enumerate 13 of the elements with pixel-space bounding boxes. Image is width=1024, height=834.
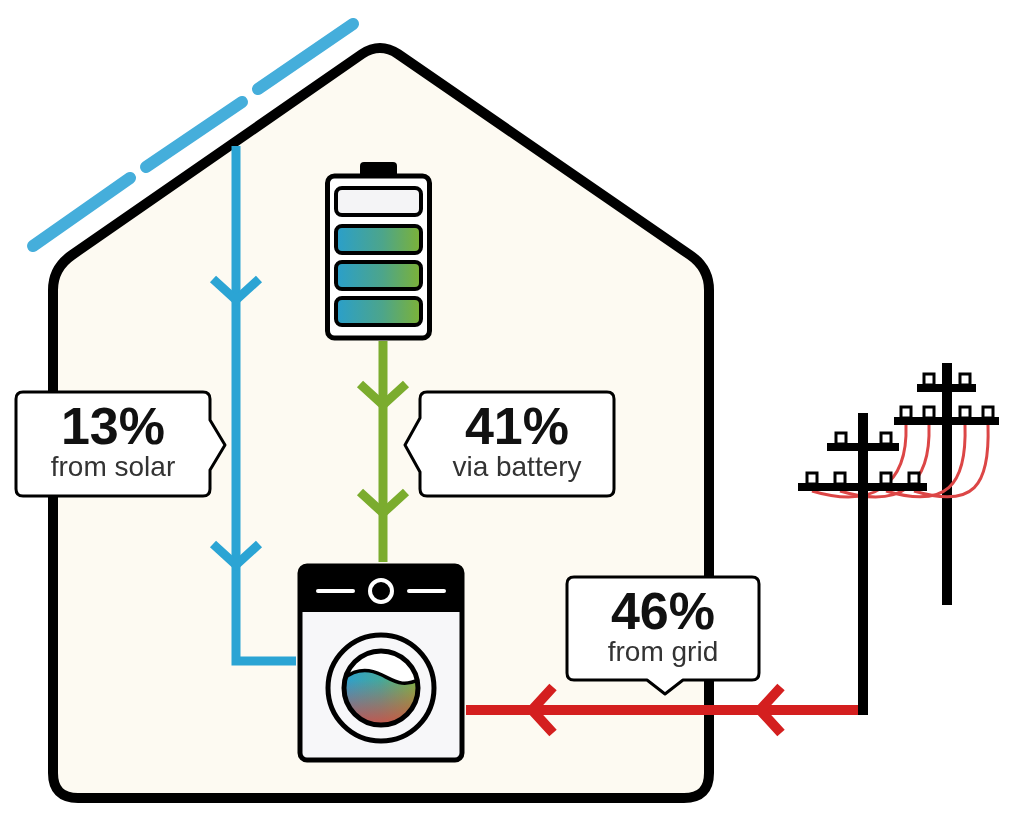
percentage-value: 13% bbox=[60, 400, 166, 452]
callout-bubble bbox=[403, 390, 616, 498]
source-caption: via battery bbox=[452, 452, 582, 482]
percentage-value: 46% bbox=[610, 585, 716, 637]
battery-icon bbox=[322, 160, 435, 341]
source-caption: from grid bbox=[607, 637, 719, 667]
percentage-value: 41% bbox=[464, 400, 570, 452]
washing-machine-icon bbox=[296, 562, 466, 764]
callout-bubble bbox=[14, 390, 228, 498]
callout-bubble bbox=[565, 575, 761, 697]
utility-pole-icon bbox=[796, 361, 1001, 715]
source-caption: from solar bbox=[50, 452, 176, 482]
solar-panel-icon bbox=[27, 18, 360, 252]
